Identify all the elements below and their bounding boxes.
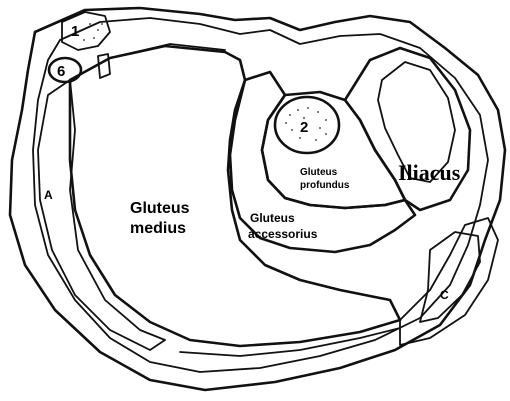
vessel-outline: [98, 54, 110, 78]
region-a-label: A: [44, 188, 53, 202]
gluteus-accessorius-label-1: Gluteus: [250, 211, 295, 225]
region-c-label: C: [440, 288, 449, 302]
outer-outline: [10, 8, 505, 390]
gluteus-medius-label-1: Gluteus: [130, 200, 190, 217]
gluteus-profundus-label-1: Gluteus: [300, 167, 338, 178]
bone-2-label: 2: [300, 119, 308, 136]
nerve-6-label: 6: [57, 63, 65, 80]
iliacus-label: Iliacus: [398, 160, 461, 185]
bone-1-label: 1: [71, 23, 79, 40]
iliacus-outline: [345, 48, 470, 210]
gluteus-medius-label-2: medius: [130, 220, 186, 237]
gluteus-profundus-label-2: profundus: [300, 180, 350, 191]
gluteus-accessorius-label-2: accessorius: [248, 227, 318, 241]
fascia-outline: [33, 18, 488, 372]
